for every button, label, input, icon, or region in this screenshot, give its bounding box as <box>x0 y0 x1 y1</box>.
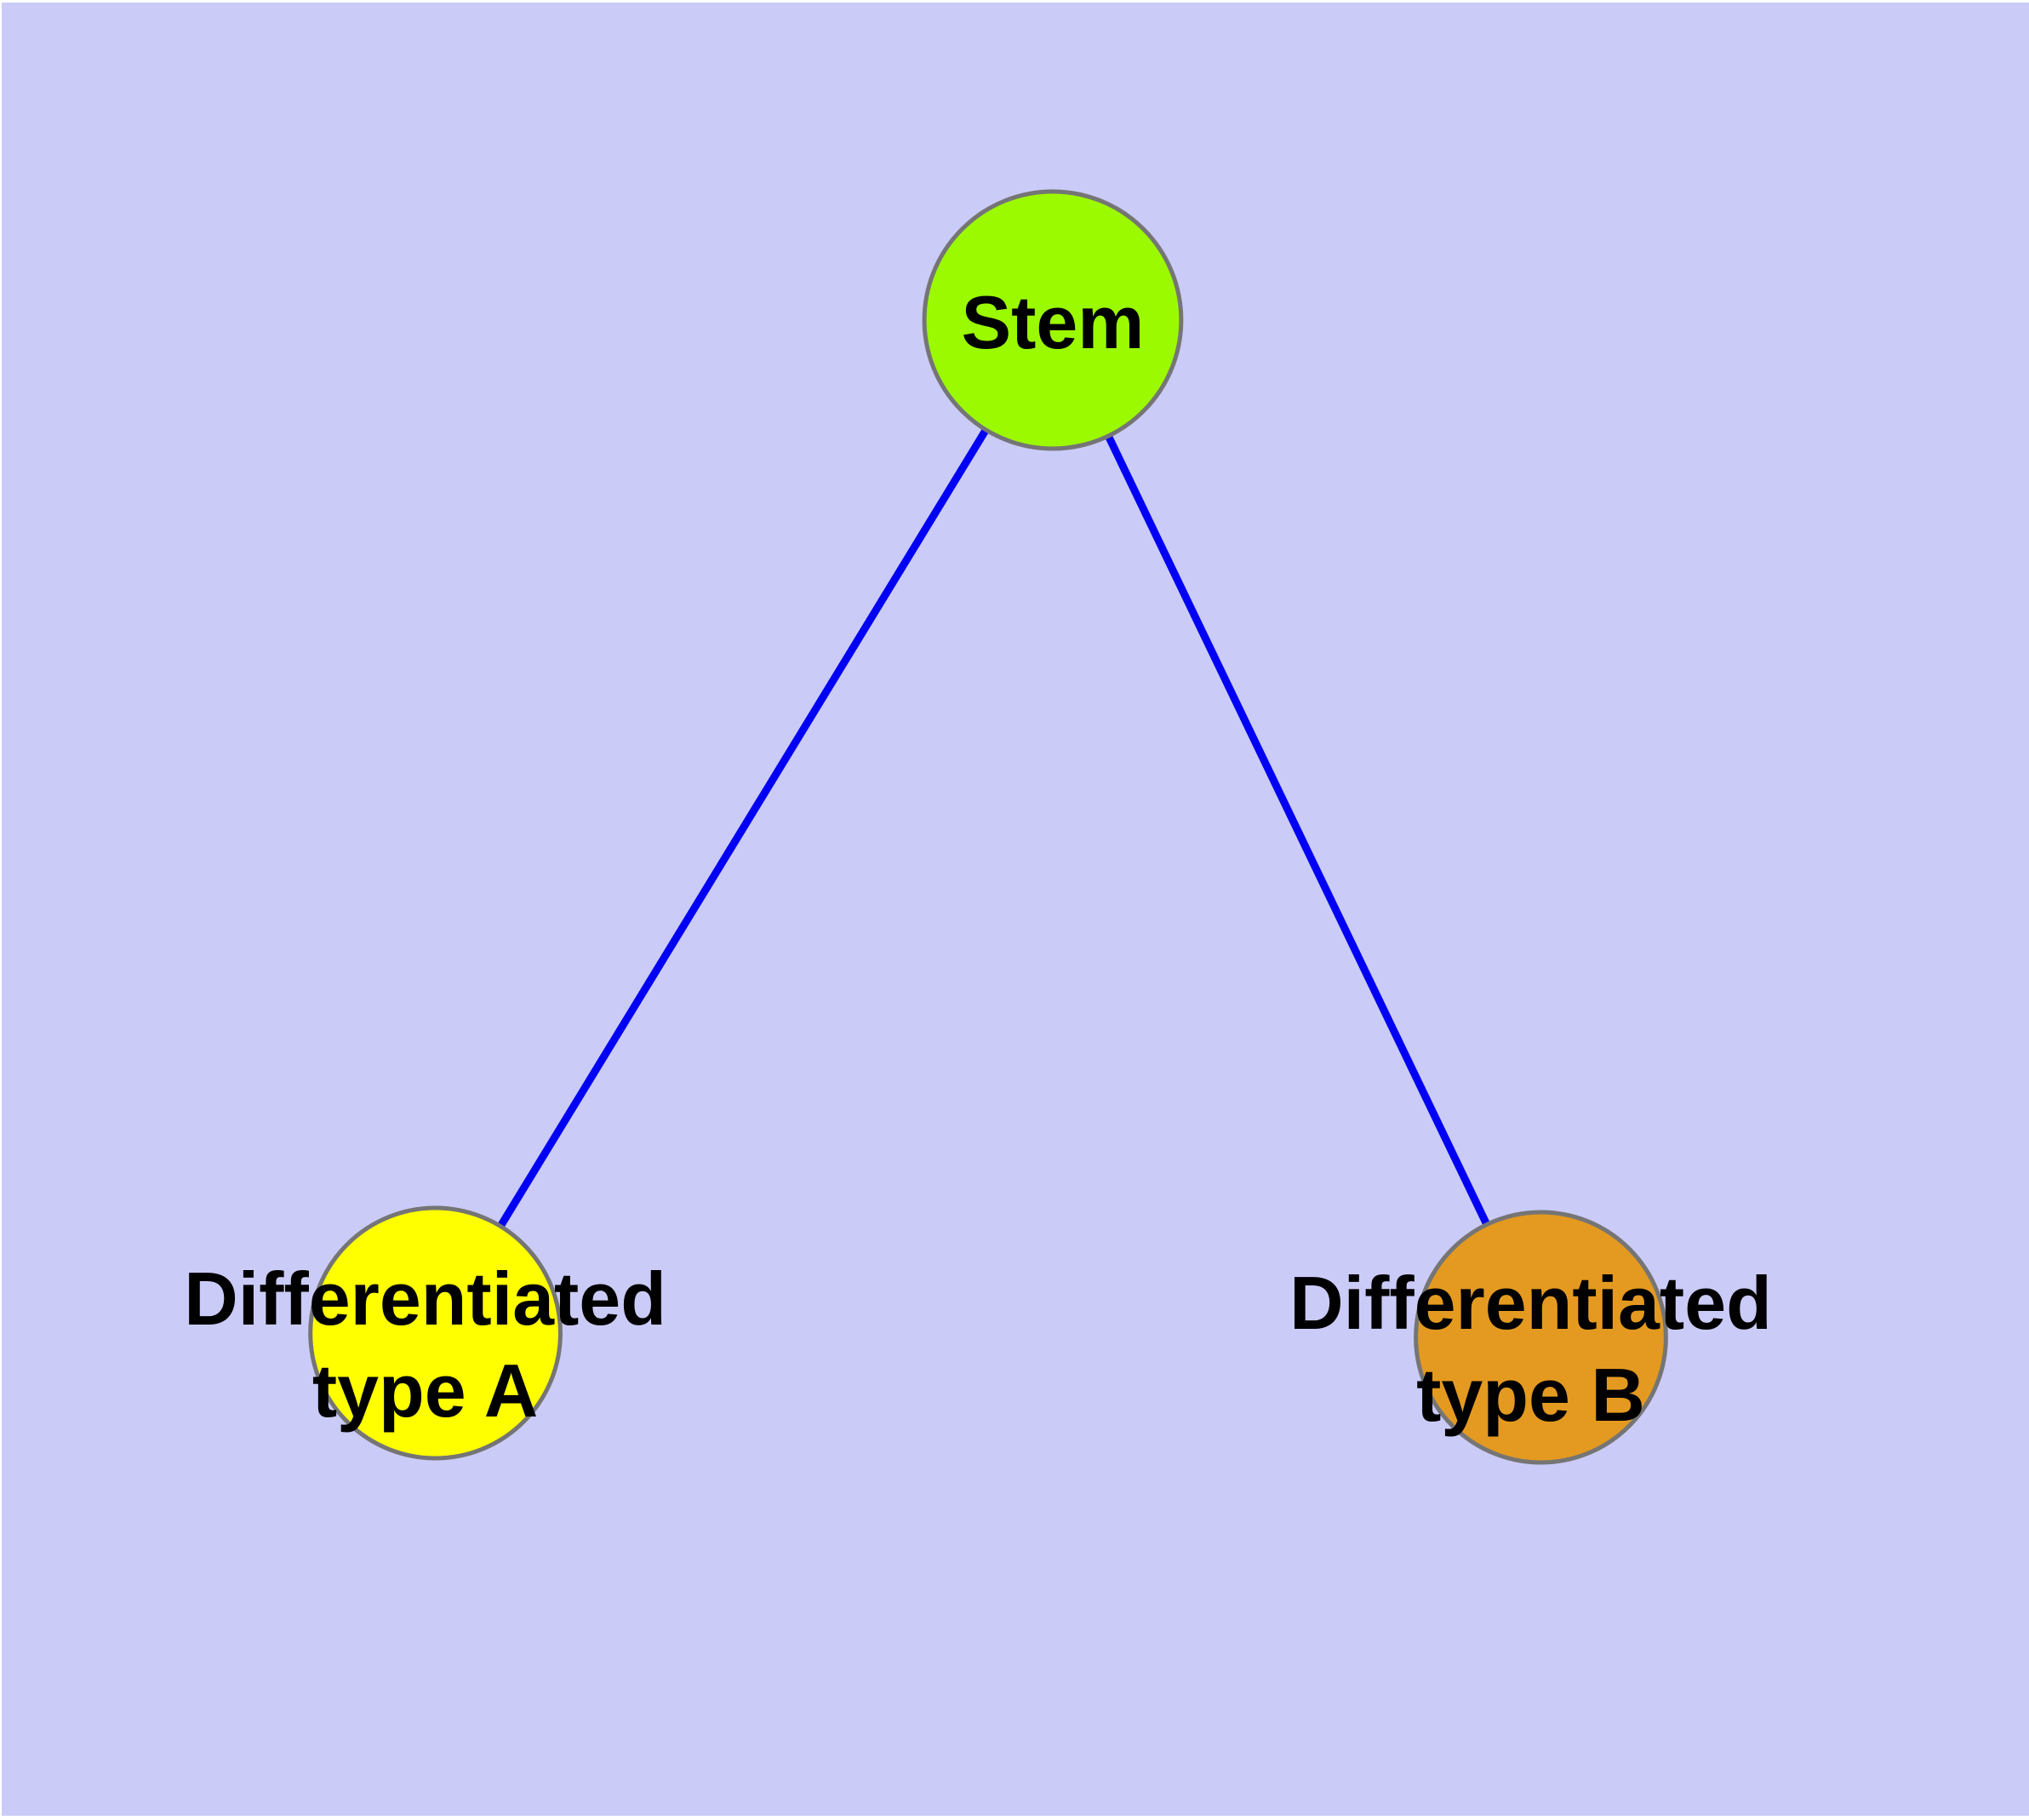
node-label-line: Stem <box>961 280 1144 364</box>
node-label-line: Differentiated <box>184 1256 666 1341</box>
edge-stem-type-a <box>432 318 1056 1336</box>
node-type-b <box>1414 1210 1668 1465</box>
nodes-layer <box>308 189 1668 1465</box>
node-label-line: Differentiated <box>1289 1261 1772 1345</box>
node-label-line: type B <box>1416 1353 1645 1437</box>
node-stem <box>922 189 1184 451</box>
edge-stem-type-b <box>1049 318 1545 1339</box>
node-type-a <box>308 1205 563 1461</box>
node-label-line: type A <box>312 1348 538 1433</box>
node-label-stem: Stem <box>961 280 1144 364</box>
edges-layer <box>432 318 1545 1339</box>
